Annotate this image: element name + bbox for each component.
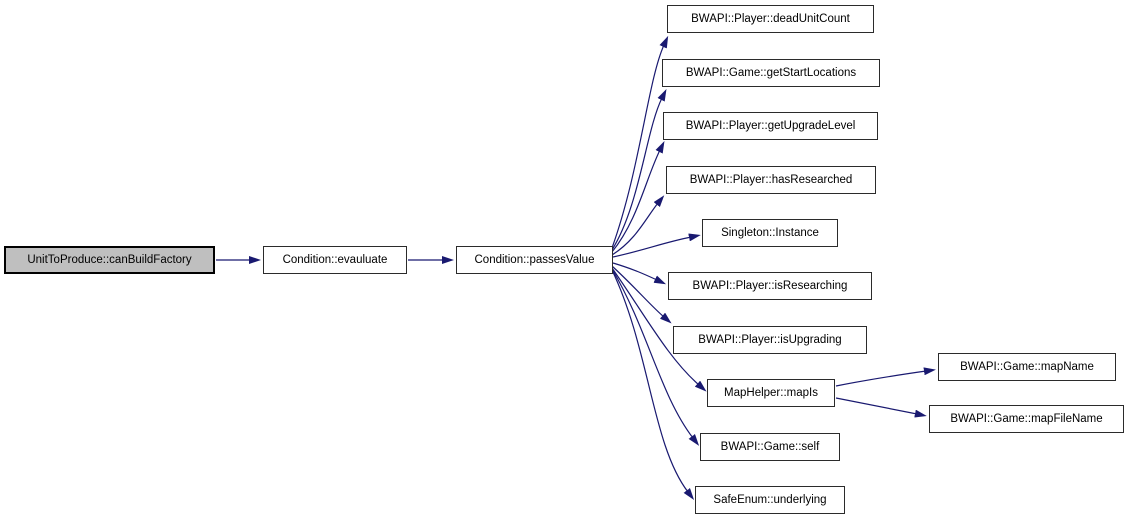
node-singleton-instance[interactable]: Singleton::Instance <box>702 219 838 247</box>
edge-passesValue-instance <box>612 233 701 258</box>
edge-passesValue-deadUnitCount <box>611 35 669 249</box>
node-getStartLocations[interactable]: BWAPI::Game::getStartLocations <box>662 59 880 87</box>
node-getUpgradeLevel[interactable]: BWAPI::Player::getUpgradeLevel <box>663 112 878 140</box>
node-deadUnitCount[interactable]: BWAPI::Player::deadUnitCount <box>667 5 874 33</box>
edge-mapIs-mapFileName <box>835 397 927 418</box>
edge-passesValue-underlying <box>611 269 695 500</box>
edge-passesValue-isUpgrading <box>611 265 672 324</box>
edge-passesValue-mapIs <box>611 267 707 392</box>
node-mapName[interactable]: BWAPI::Game::mapName <box>938 353 1116 381</box>
node-hasResearched[interactable]: BWAPI::Player::hasResearched <box>666 166 876 194</box>
node-mapFileName[interactable]: BWAPI::Game::mapFileName <box>929 405 1124 433</box>
node-evauluate[interactable]: Condition::evauluate <box>263 246 407 274</box>
node-passesValue[interactable]: Condition::passesValue <box>456 246 613 274</box>
edge-passesValue-self <box>611 268 700 446</box>
edge-passesValue-getStartLocations <box>611 89 667 251</box>
node-isResearching[interactable]: BWAPI::Player::isResearching <box>668 272 872 300</box>
edge-passesValue-isResearching <box>612 262 667 285</box>
node-underlying[interactable]: SafeEnum::underlying <box>695 486 845 514</box>
edge-passesValue-hasResearched <box>611 195 665 256</box>
edge-passesValue-getUpgradeLevel <box>611 141 665 253</box>
node-canBuildFactory: UnitToProduce::canBuildFactory <box>4 246 215 274</box>
edge-mapIs-mapName <box>835 367 936 387</box>
node-game-self[interactable]: BWAPI::Game::self <box>700 433 840 461</box>
node-isUpgrading[interactable]: BWAPI::Player::isUpgrading <box>673 326 867 354</box>
node-mapIs[interactable]: MapHelper::mapIs <box>707 379 835 407</box>
